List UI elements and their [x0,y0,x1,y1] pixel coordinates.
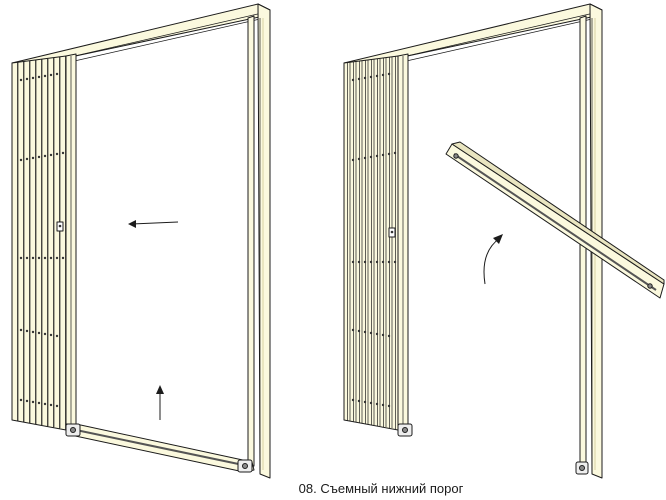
slat-cassette [343,55,399,431]
top-header [11,3,271,67]
slat-cassette [11,55,67,431]
curved-arrow-icon [483,234,503,285]
removed-threshold [445,141,665,299]
door-handle [388,227,396,238]
frame-threshold-removed [343,3,665,479]
arrow-left-icon [128,220,179,228]
arrow-up-icon [156,385,164,420]
frame-assembled [11,3,271,479]
figure-caption: 08. Съемный нижний порог [298,481,464,496]
door-handle [56,221,64,232]
top-header [343,3,603,67]
